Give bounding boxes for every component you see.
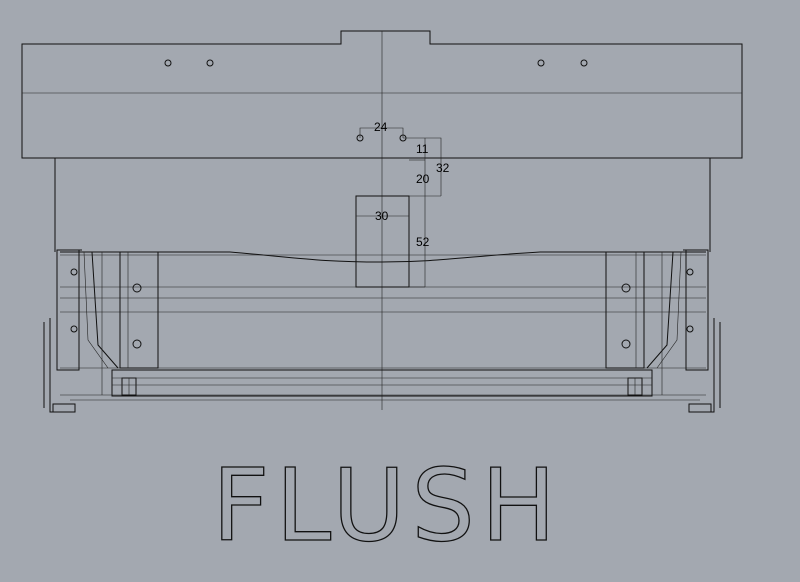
dim-11: 11 bbox=[416, 142, 429, 156]
left-bracket bbox=[43, 249, 159, 413]
dim-32: 32 bbox=[436, 161, 450, 175]
dimension-labels: 24 11 32 20 30 52 bbox=[374, 120, 450, 249]
dim-20: 20 bbox=[416, 172, 430, 186]
dim-30: 30 bbox=[375, 209, 389, 223]
bottom-rail bbox=[111, 369, 653, 397]
right-bracket bbox=[605, 249, 721, 413]
drawing-title: FLUSH bbox=[212, 447, 562, 564]
dim-24: 24 bbox=[374, 120, 388, 134]
dimension-lines bbox=[359, 127, 442, 288]
main-body bbox=[54, 157, 711, 401]
dim-52: 52 bbox=[416, 235, 430, 249]
